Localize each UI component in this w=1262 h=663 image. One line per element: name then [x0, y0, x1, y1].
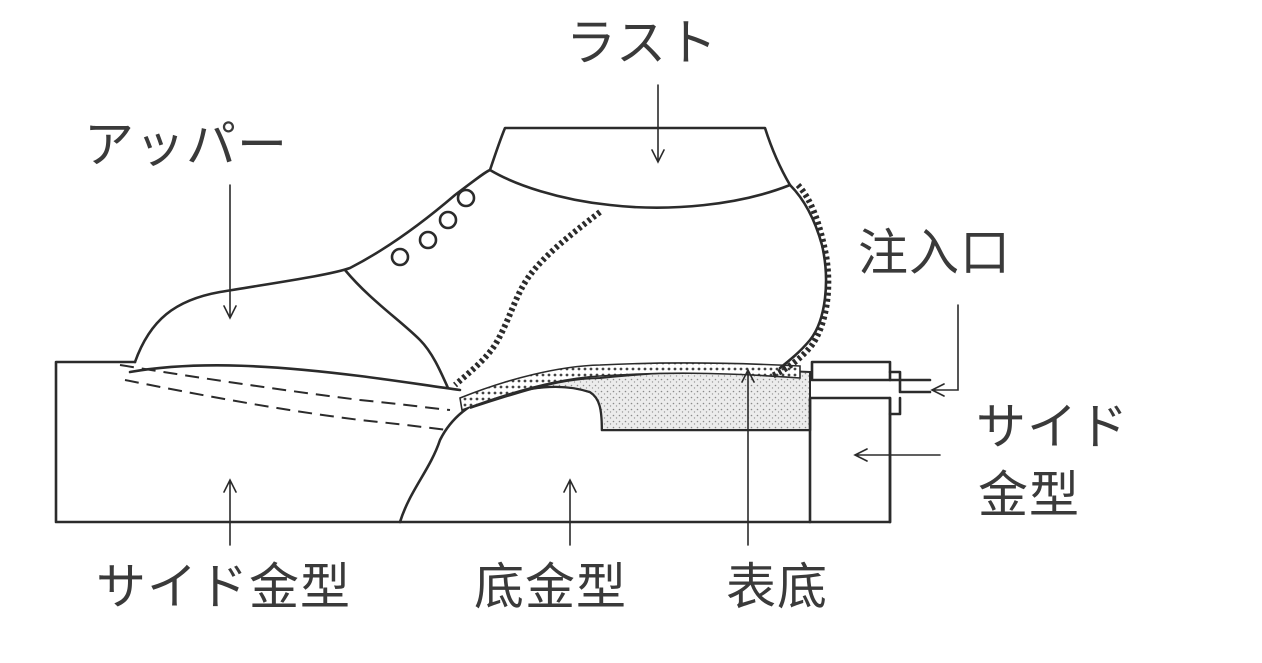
- eyelet-3: [438, 210, 458, 230]
- arrow-last: [651, 84, 665, 164]
- eyelet-4: [456, 188, 476, 208]
- label-side-mold-bottom: サイド金型: [96, 558, 351, 616]
- arrow-upper: [223, 184, 237, 320]
- arrow-side-right: [853, 448, 941, 462]
- label-injection-inlet: 注入口: [858, 224, 1011, 282]
- eyelet-1: [390, 247, 410, 267]
- upper-seam-stitch: [453, 209, 602, 388]
- arrow-outsole: [741, 368, 755, 546]
- label-upper: アッパー: [84, 116, 288, 174]
- arrow-inlet: [930, 304, 959, 397]
- toe-dashed-line-2: [119, 364, 451, 411]
- arrow-side-bottom: [223, 478, 237, 546]
- toe-dashed-line: [124, 379, 449, 431]
- label-side-mold-right-line1: サイド: [976, 398, 1129, 456]
- label-side-mold-right-line2: 金型: [978, 466, 1080, 524]
- label-bottom-mold: 底金型: [474, 558, 627, 616]
- arrow-bottom-mold: [563, 478, 577, 546]
- injection-nozzle: [888, 370, 932, 416]
- side-mold-right: [808, 396, 892, 524]
- injection-inlet: [810, 360, 892, 382]
- upper-toe-curve: [128, 364, 462, 392]
- upper-heel: [778, 183, 828, 370]
- heel-seam-stitch: [770, 182, 832, 379]
- eyelet-2: [418, 230, 438, 250]
- upper-vamp: [133, 168, 492, 364]
- label-last: ラスト: [566, 14, 718, 72]
- upper-facing: [343, 268, 450, 390]
- last: [488, 126, 792, 209]
- midsole-band: [459, 362, 801, 412]
- label-outsole: 表底: [726, 558, 828, 616]
